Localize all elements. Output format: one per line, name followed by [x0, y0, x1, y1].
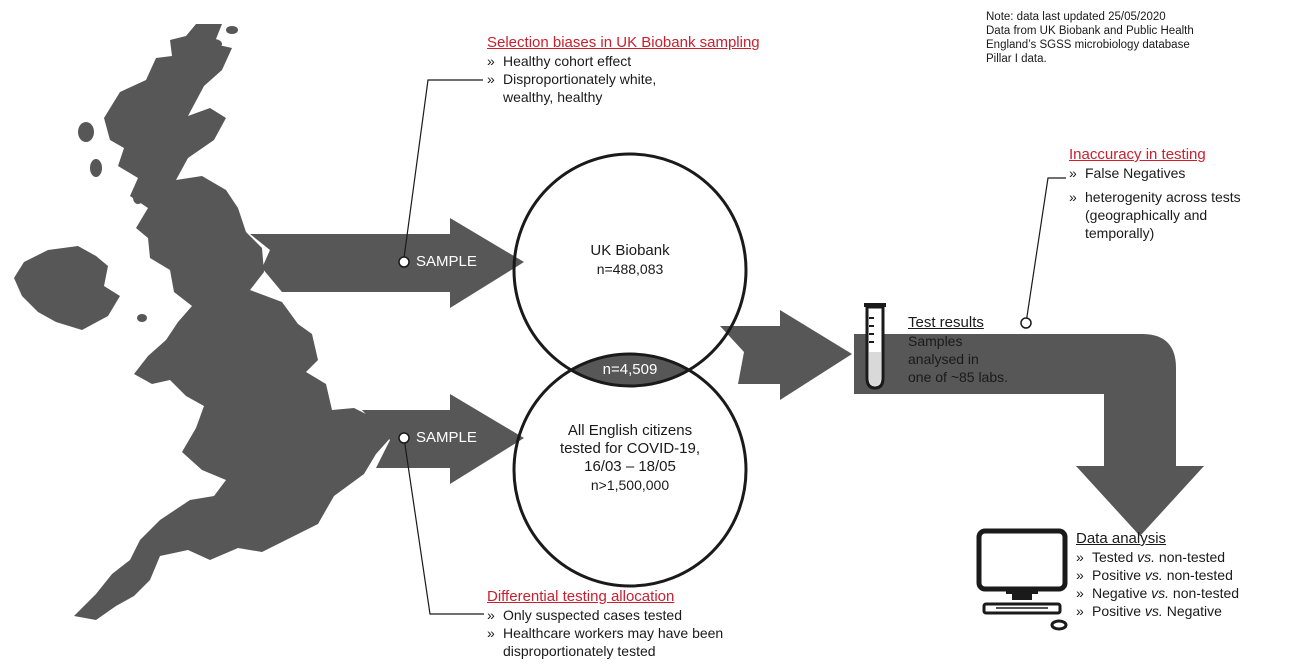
analysis-item-a: Positive	[1092, 603, 1145, 619]
analysis-item-b: non-tested	[1169, 585, 1240, 601]
english-line: 16/03 – 18/05	[584, 458, 676, 475]
analysis-item: Negative vs. non-tested	[1076, 584, 1239, 602]
arrow-to-tube	[720, 310, 852, 400]
test-results-line: one of ~85 labs.	[908, 369, 1009, 385]
differential-block: Differential testing allocation Only sus…	[487, 588, 723, 660]
uk-map-icon	[14, 24, 392, 620]
analysis-item-b: Negative	[1162, 603, 1222, 619]
analysis-item-vs: vs.	[1144, 567, 1163, 583]
inaccuracy-item: heterogenity across tests	[1069, 188, 1241, 206]
analysis-item-b: non-tested	[1155, 549, 1226, 565]
test-results-block: Test results Samples analysed in one of …	[908, 314, 1008, 386]
english-count: n>1,500,000	[590, 477, 670, 493]
differential-title: Differential testing allocation	[487, 588, 675, 605]
note-line: England’s SGSS microbiology database	[986, 39, 1190, 51]
computer-icon	[976, 528, 1068, 631]
overlap-count: n=4,509	[602, 361, 658, 378]
differential-item-cont: disproportionately tested	[503, 643, 656, 659]
uk-biobank-label: UK Biobank n=488,083	[560, 242, 700, 278]
analysis-item: Tested vs. non-tested	[1076, 548, 1239, 566]
analysis-item-a: Tested	[1092, 549, 1138, 565]
selection-biases-title: Selection biases in UK Biobank sampling	[487, 34, 760, 51]
differential-item: Healthcare workers may have been	[487, 624, 723, 642]
note-line: Pillar I data.	[986, 53, 1047, 65]
leader-dot-test	[1020, 317, 1032, 329]
elbow-arrow	[854, 334, 1204, 536]
test-results-line: analysed in	[908, 351, 979, 367]
note-line: Data from UK Biobank and Public Health	[986, 25, 1194, 37]
english-tested-label: All English citizens tested for COVID-19…	[540, 422, 720, 494]
inaccuracy-item-cont: temporally)	[1085, 225, 1155, 241]
english-line: tested for COVID-19,	[559, 440, 701, 457]
analysis-item: Positive vs. non-tested	[1076, 566, 1239, 584]
analysis-item-a: Positive	[1092, 567, 1145, 583]
sample-label-lower: SAMPLE	[416, 429, 477, 446]
data-analysis-title: Data analysis	[1076, 530, 1167, 547]
leader-selection	[403, 79, 483, 259]
selection-bias-item: Healthy cohort effect	[487, 52, 760, 70]
leader-dot-lower	[398, 432, 410, 444]
test-results-title: Test results	[908, 314, 984, 331]
sample-arrow-upper	[250, 218, 524, 308]
analysis-item-vs: vs.	[1144, 603, 1163, 619]
leader-differential	[403, 437, 484, 615]
sample-arrow-lower	[362, 394, 524, 484]
analysis-item-vs: vs.	[1137, 549, 1156, 565]
analysis-item: Positive vs. Negative	[1076, 602, 1239, 620]
differential-item: Only suspected cases tested	[487, 606, 723, 624]
selection-biases-block: Selection biases in UK Biobank sampling …	[487, 34, 760, 106]
data-analysis-block: Data analysis Tested vs. non-tested Posi…	[1076, 530, 1239, 620]
inaccuracy-item-cont: (geographically and	[1085, 207, 1208, 223]
english-tested-circle	[512, 352, 748, 588]
inaccuracy-block: Inaccuracy in testing False Negatives he…	[1069, 146, 1241, 242]
inaccuracy-item: False Negatives	[1069, 164, 1241, 182]
selection-bias-item-cont: wealthy, healthy	[503, 89, 603, 105]
test-tube-icon	[864, 303, 886, 390]
leader-dot-upper	[398, 256, 410, 268]
note-block: Note: data last updated 25/05/2020 Data …	[986, 10, 1194, 66]
analysis-item-b: non-tested	[1162, 567, 1233, 583]
note-line: Note: data last updated 25/05/2020	[986, 11, 1166, 23]
uk-biobank-count: n=488,083	[596, 261, 664, 277]
inaccuracy-title: Inaccuracy in testing	[1069, 146, 1206, 163]
leader-inaccuracy	[1025, 177, 1066, 324]
uk-biobank-name: UK Biobank	[590, 242, 670, 259]
test-results-line: Samples	[908, 333, 963, 349]
english-line: All English citizens	[567, 422, 693, 439]
analysis-item-a: Negative	[1092, 585, 1152, 601]
analysis-item-vs: vs.	[1151, 585, 1170, 601]
sample-label-upper: SAMPLE	[416, 253, 477, 270]
selection-bias-item: Disproportionately white,	[487, 70, 760, 88]
uk-biobank-circle	[512, 152, 748, 388]
